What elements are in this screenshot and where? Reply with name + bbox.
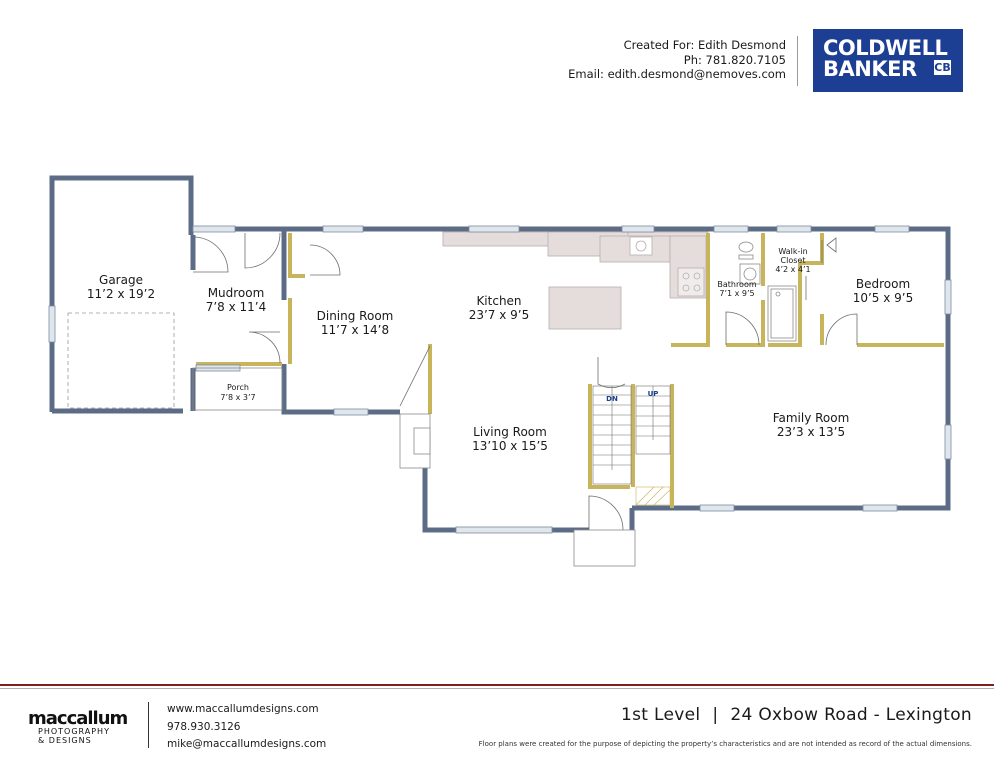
header-divider	[797, 36, 798, 86]
family-name: Family Room	[773, 411, 850, 425]
brand-name: maccallum	[28, 708, 128, 729]
living-dim: 13’10 x 15’5	[472, 439, 548, 453]
footer-divider	[148, 702, 149, 748]
closet-name2: Closet	[781, 256, 806, 265]
bedroom-dim: 10’5 x 9’5	[853, 291, 914, 305]
maccallum-logo: maccallum PHOTOGRAPHY & DESIGNS	[28, 708, 138, 748]
brand-sub2: & DESIGNS	[38, 736, 92, 745]
closet-dim: 4’2 x 4’1	[775, 265, 810, 274]
living-name: Living Room	[473, 425, 547, 439]
stairs-up-label: UP	[648, 390, 659, 398]
level-label: 1st Level	[621, 705, 701, 725]
agent-phone: Ph: 781.820.7105	[683, 52, 786, 67]
designer-phone: 978.930.3126	[167, 720, 241, 733]
designer-contact: www.maccallumdesigns.com 978.930.3126 mi…	[167, 701, 326, 754]
logo-mark: CB	[934, 60, 951, 75]
bathroom-dim: 7’1 x 9’5	[719, 289, 754, 298]
front-landing	[573, 529, 636, 567]
fireplace	[399, 413, 431, 469]
logo-line2: BANKER	[823, 57, 917, 81]
closet-name: Walk-in	[778, 247, 807, 256]
footer-rule-thin	[0, 688, 994, 689]
agent-contact: Created For: Edith Desmond Ph: 781.820.7…	[520, 38, 786, 82]
porch-name: Porch	[227, 383, 249, 392]
created-for-text: Created For: Edith Desmond	[623, 38, 786, 52]
porch-dim: 7’8 x 3’7	[220, 393, 255, 402]
logo-line1: COLDWELL	[823, 36, 948, 60]
mudroom-name: Mudroom	[208, 286, 265, 300]
kitchen-dim: 23’7 x 9’5	[469, 308, 530, 322]
room-labels: Garage 11’2 x 19’2 Mudroom 7’8 x 11’4 Po…	[87, 247, 913, 453]
designer-website: www.maccallumdesigns.com	[167, 703, 319, 715]
dining-name: Dining Room	[317, 309, 394, 323]
garage-dim: 11’2 x 19’2	[87, 287, 155, 301]
plan-title: 1st Level | 24 Oxbow Road - Lexington	[560, 705, 972, 725]
garage-name: Garage	[99, 273, 143, 287]
coldwell-banker-logo: COLDWELL BANKER CB	[813, 29, 963, 92]
garage-door-outline	[67, 312, 175, 409]
dining-dim: 11’7 x 14’8	[321, 323, 389, 337]
disclaimer: Floor plans were created for the purpose…	[478, 740, 972, 748]
bathroom-fixtures	[738, 241, 797, 342]
stairs	[592, 385, 671, 506]
footer-rule	[0, 684, 994, 686]
kitchen-island	[548, 286, 622, 330]
porch-outline	[192, 367, 283, 411]
title-separator: |	[712, 705, 719, 725]
windows	[48, 225, 952, 534]
family-dim: 23’3 x 13’5	[777, 425, 845, 439]
brand-sub1: PHOTOGRAPHY	[38, 727, 110, 736]
stairs-down-label: DN	[606, 395, 618, 403]
bathroom-name: Bathroom	[717, 280, 757, 289]
kitchen-name: Kitchen	[476, 294, 521, 308]
bedroom-name: Bedroom	[856, 277, 910, 291]
address-label: 24 Oxbow Road - Lexington	[730, 705, 972, 725]
floor-plan: Garage 11’2 x 19’2 Mudroom 7’8 x 11’4 Po…	[48, 175, 952, 567]
interior-walls	[196, 233, 944, 508]
agent-email: Email: edith.desmond@nemoves.com	[568, 67, 786, 81]
mudroom-dim: 7’8 x 11’4	[206, 300, 267, 314]
doors	[192, 232, 858, 531]
designer-email: mike@maccallumdesigns.com	[167, 738, 327, 750]
floor-fill	[52, 179, 192, 411]
